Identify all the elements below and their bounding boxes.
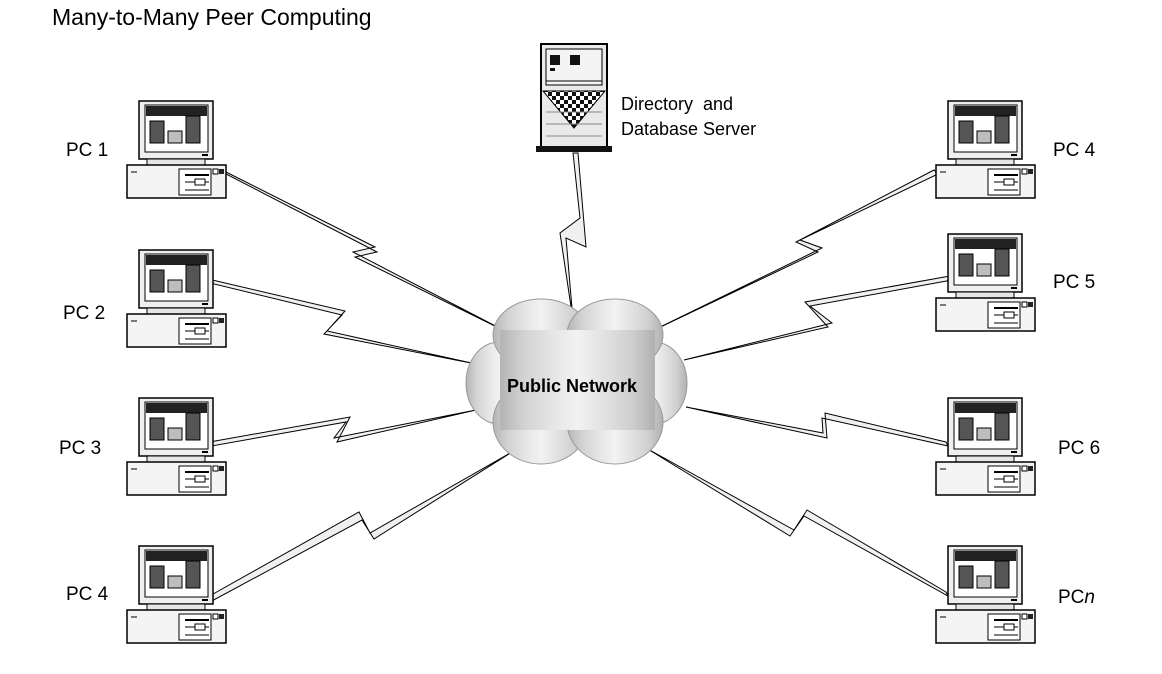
desktop-computer-icon [935,397,1036,496]
desktop-computer-icon [935,545,1036,644]
desktop-computer-icon [126,249,227,348]
server-tower-icon [536,43,612,152]
pc-node-5[interactable]: PC 5 [935,233,1095,332]
link-server [559,152,587,321]
link-pc-3 [203,409,477,448]
public-network-label: Public Network [507,376,638,396]
pc-node-1[interactable]: PC 1 [66,100,227,199]
pc-label-suffix: n [1084,587,1095,608]
pc-node-n[interactable]: PCn [935,545,1095,644]
link-pc-1 [221,169,508,333]
pc-label: PC 6 [1058,438,1100,459]
link-pc-5 [683,275,953,361]
pc-label: PC 2 [63,303,105,324]
link-pc-2 [207,278,477,365]
desktop-computer-icon [935,100,1036,199]
pc-node-4-right[interactable]: PC 4 [935,100,1096,199]
pc-node-6[interactable]: PC 6 [935,397,1100,496]
link-pc-6 [685,406,949,447]
pc-label: PC 4 [66,584,109,605]
pc-node-4-left[interactable]: PC 4 [66,545,227,644]
diagram-title: Many-to-Many Peer Computing [52,4,372,30]
pc-label: PCn [1058,587,1095,608]
pc-label-prefix: PC [1058,587,1084,608]
pc-label: PC 4 [1053,140,1096,161]
public-network-cloud[interactable]: Public Network [465,298,688,465]
desktop-computer-icon [126,397,227,496]
desktop-computer-icon [935,233,1036,332]
server-label-line1: Directory and [621,94,733,114]
pc-node-2[interactable]: PC 2 [63,249,227,348]
link-pc-4-left [205,451,513,603]
pc-label: PC 5 [1053,272,1095,293]
server-label-line2: Database Server [621,119,756,139]
directory-database-server[interactable]: Directory and Database Server [536,43,756,152]
pc-label: PC 3 [59,438,101,459]
pc-label: PC 1 [66,140,108,161]
pc-node-3[interactable]: PC 3 [59,397,227,496]
link-pc-4-right [651,169,939,332]
link-pc-n [645,447,950,598]
desktop-computer-icon [126,100,227,199]
cloud-icon [465,298,688,465]
desktop-computer-icon [126,545,227,644]
links-layer [203,152,953,603]
